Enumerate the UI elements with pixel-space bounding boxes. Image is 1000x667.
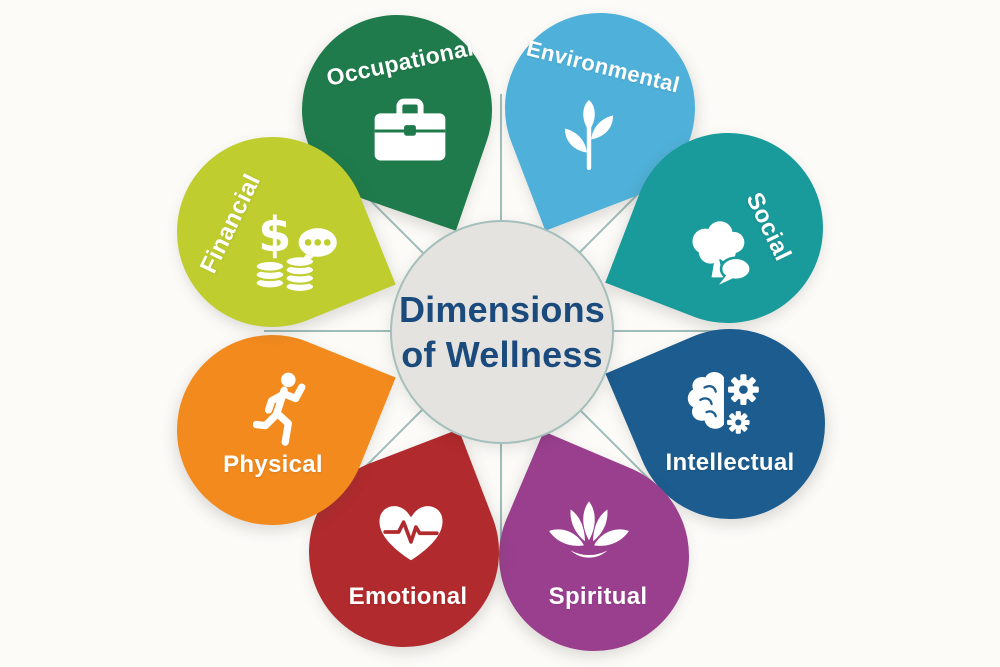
center-circle: Dimensions of Wellness bbox=[390, 220, 614, 444]
svg-text:$: $ bbox=[258, 209, 291, 263]
tree-speech-icon bbox=[684, 220, 756, 286]
money-chat-icon: $ bbox=[249, 209, 341, 295]
diagram-title-line1: Dimensions bbox=[398, 289, 606, 330]
petal-financial: Financial $ bbox=[148, 108, 396, 356]
petal-spiritual: Spiritual bbox=[469, 431, 719, 667]
brain-gears-icon bbox=[685, 369, 767, 441]
sprout-icon bbox=[558, 100, 620, 170]
diagram-title-line2: of Wellness bbox=[401, 334, 603, 375]
petal-label: Emotional bbox=[348, 583, 468, 610]
briefcase-icon bbox=[372, 98, 448, 164]
runner-icon bbox=[253, 370, 307, 450]
petal-social: Social bbox=[605, 105, 851, 351]
diagram-title: Dimensions of Wellness bbox=[399, 287, 605, 377]
petal-label: Physical bbox=[223, 451, 323, 478]
lotus-icon bbox=[544, 499, 634, 561]
petal-emotional: Emotional bbox=[281, 429, 527, 667]
petal-label: Intellectual bbox=[665, 449, 795, 476]
petal-label: Spiritual bbox=[548, 583, 648, 610]
petal-intellectual: Intellectual bbox=[605, 299, 855, 549]
petal-occupational: Occupational bbox=[276, 0, 518, 231]
heart-pulse-icon bbox=[374, 500, 448, 564]
petal-physical: Physical bbox=[148, 306, 396, 554]
petal-environmental: Environmental bbox=[477, 0, 723, 231]
